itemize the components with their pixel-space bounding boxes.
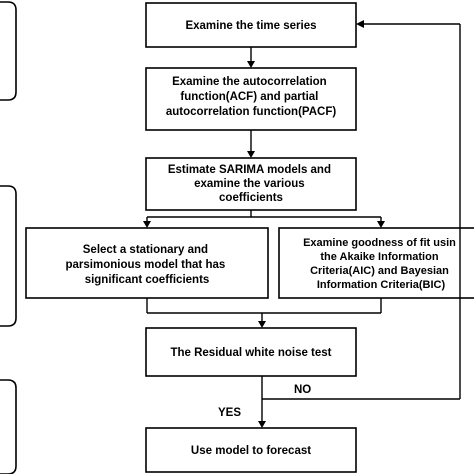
connector-series-to-acf (247, 47, 255, 68)
step-forecast: Use model to forecast (145, 427, 357, 473)
step-label-line: The Residual white noise test (170, 347, 331, 359)
arrowhead (377, 221, 385, 228)
step-examine-time-series: Examine the time series (145, 2, 357, 48)
step-residual-test: The Residual white noise test (145, 327, 357, 377)
connector-acf-to-sarima (247, 130, 255, 158)
step-label-line: Use model to forecast (191, 445, 311, 457)
step-label: Select a stationary and parsimonious mod… (66, 244, 229, 286)
step-label-line: significant coefficients (85, 274, 210, 286)
step-label-line: Examine the time series (185, 20, 316, 32)
connector-yes-to-forecast (258, 376, 266, 428)
step-box (278, 227, 474, 299)
arrowhead (247, 61, 255, 68)
step-label-line: Estimate SARIMA models and (168, 164, 331, 176)
step-label: Examine the time series (185, 20, 316, 32)
step-select-model: Select a stationary and parsimonious mod… (25, 227, 269, 299)
step-label-line: autocorrelation function(PACF) (166, 106, 337, 118)
step-label: Examine the autocorrelation function(ACF… (166, 76, 337, 118)
arrowhead (143, 221, 151, 228)
step-label-line: examine the various (194, 178, 305, 190)
step-label-line: Examine the autocorrelation (172, 76, 327, 88)
stage-bracket-estimation (0, 185, 17, 327)
stage-bracket-forecasting (0, 379, 17, 474)
arrowhead (247, 151, 255, 158)
connector-no-loop-back (262, 20, 461, 400)
step-label: Use model to forecast (191, 445, 311, 457)
step-label: Examine goodness of fit usin the Akaike … (303, 237, 459, 291)
step-label-line: parsimonious model that has (66, 259, 226, 271)
arrowhead (356, 20, 364, 28)
step-label-line: Examine goodness of fit usin (303, 237, 456, 249)
connector-merge-to-residual (146, 298, 382, 328)
arrowhead (258, 421, 266, 428)
step-box (145, 427, 357, 473)
step-examine-acf-pacf: Examine the autocorrelation function(ACF… (145, 67, 357, 131)
step-box (145, 2, 357, 48)
step-label-line: Criteria(AIC) and Bayesian (310, 265, 449, 277)
arrowhead (258, 321, 266, 328)
step-label-line: the Akaike Information (320, 251, 438, 263)
step-goodness-of-fit: Examine goodness of fit usin the Akaike … (278, 227, 474, 299)
edge-label-no: NO (294, 384, 311, 396)
edge-label-yes: YES (218, 407, 241, 419)
step-label: The Residual white noise test (170, 347, 331, 359)
stage-bracket-identification (0, 1, 17, 101)
step-label: Estimate SARIMA models and examine the v… (168, 164, 334, 204)
step-estimate-sarima: Estimate SARIMA models and examine the v… (145, 157, 357, 211)
step-label-line: Information Criteria(BIC) (317, 279, 446, 291)
step-label-line: coefficients (219, 192, 283, 204)
step-label-line: Select a stationary and (83, 244, 208, 256)
step-label-line: function(ACF) and partial (180, 91, 318, 103)
step-box (145, 327, 357, 377)
connector-sarima-split (143, 210, 385, 228)
step-box (145, 67, 357, 131)
